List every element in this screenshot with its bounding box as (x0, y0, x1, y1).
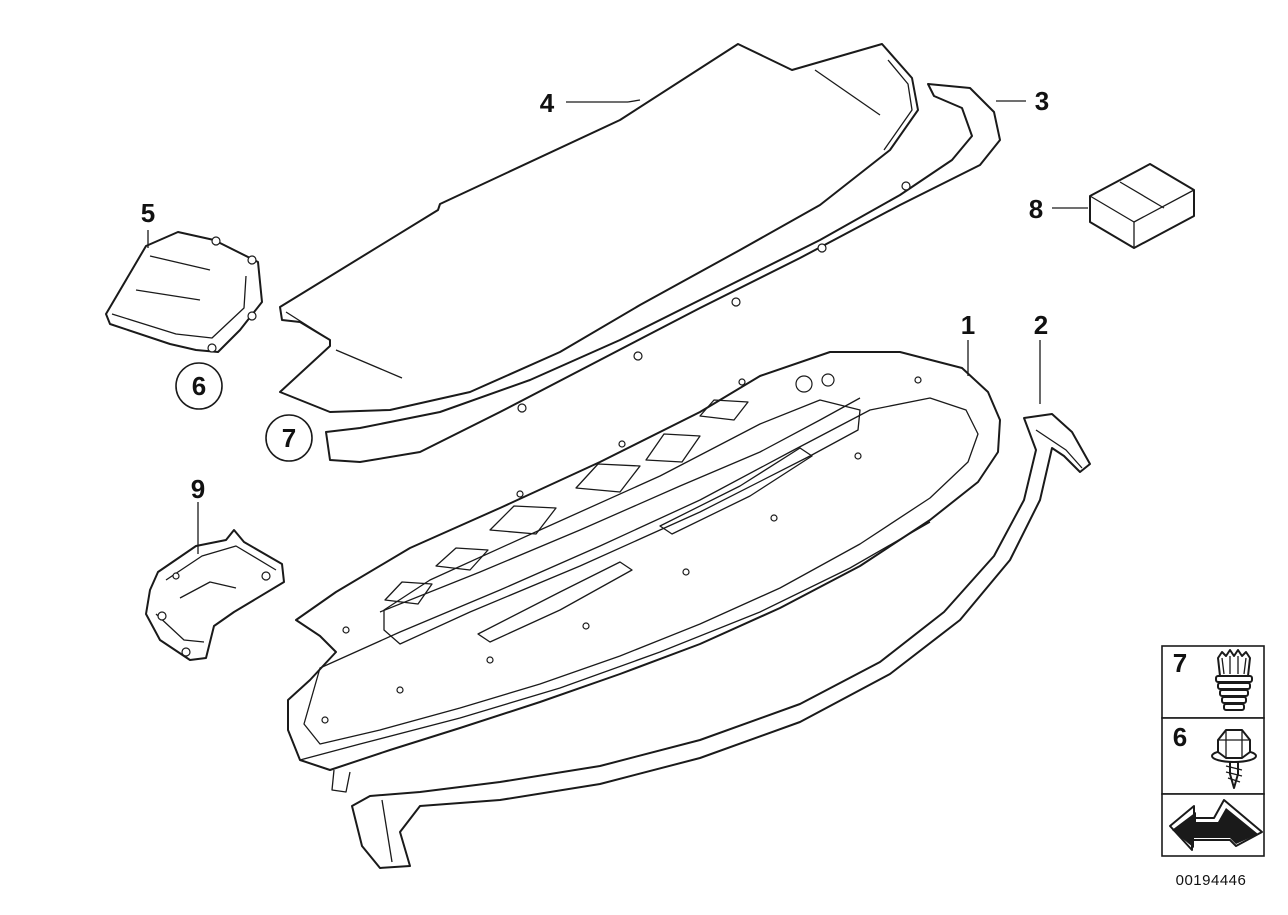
fastener-legend: 7 6 (1161, 645, 1265, 857)
expanding-rivet-icon (1215, 649, 1253, 711)
part-2-lower-trim[interactable] (351, 413, 1091, 869)
circled-label-7: 7 (265, 414, 313, 462)
part-4-shelf-cover[interactable] (279, 43, 919, 413)
label-1: 1 (961, 310, 975, 340)
diagram-number: 00194446 (1176, 872, 1247, 889)
circled-label-6: 6 (175, 362, 223, 410)
label-6-circled: 6 (192, 371, 206, 401)
label-4: 4 (540, 88, 555, 118)
part-5-bracket[interactable] (105, 231, 263, 353)
label-3: 3 (1035, 86, 1049, 116)
part-8-block[interactable] (1089, 163, 1195, 249)
part-1-parcel-shelf[interactable] (287, 351, 1001, 793)
direction-arrow-icon (1169, 799, 1263, 851)
part-3-seal-strip[interactable] (325, 83, 1001, 463)
label-8: 8 (1029, 194, 1043, 224)
legend-label-7: 7 (1173, 648, 1187, 678)
hex-screw-icon (1211, 729, 1257, 789)
part-9-support-bracket[interactable] (145, 529, 285, 661)
label-9: 9 (191, 474, 205, 504)
leader-lines (147, 99, 1088, 554)
label-5: 5 (141, 198, 155, 228)
legend-label-6: 6 (1173, 722, 1187, 752)
label-2: 2 (1034, 310, 1048, 340)
label-7-circled: 7 (282, 423, 296, 453)
